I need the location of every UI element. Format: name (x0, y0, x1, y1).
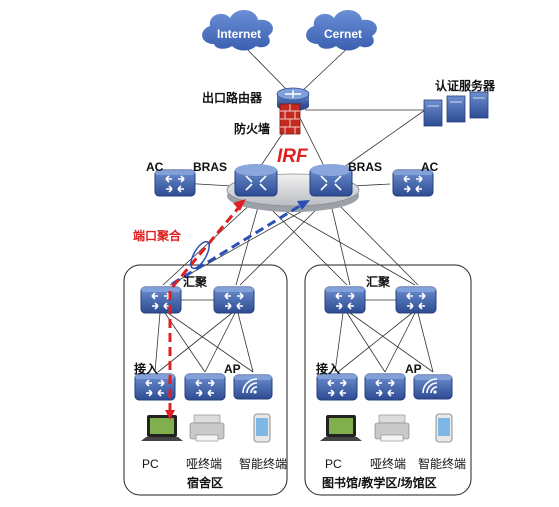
access-switch-library-1-icon (316, 373, 358, 401)
access-switch-dorm-2-icon (184, 373, 226, 401)
ap-library-icon (413, 374, 453, 400)
auth-server-label: 认证服务器 (435, 79, 496, 93)
link-aggregation-label: 端口聚合 (133, 229, 182, 243)
aggregation-label-dorm: 汇聚 (183, 275, 208, 289)
ac-right-label: AC (421, 160, 439, 174)
ap-label-dorm: AP (224, 362, 241, 376)
ap-dorm-icon (233, 374, 273, 400)
blue-path-arrowhead (297, 200, 310, 210)
terminal-pc-library: PC (325, 457, 342, 471)
terminal-smart-library: 智能终端 (418, 457, 467, 471)
printer-dorm-icon (189, 414, 225, 442)
terminal-pc-dorm: PC (142, 457, 159, 471)
smartphone-dorm-icon (253, 413, 271, 443)
core-switch-right-icon (309, 164, 353, 197)
access-label-library: 接入 (316, 362, 341, 376)
zone-name-library: 图书馆/教学区/场馆区 (322, 476, 437, 490)
access-label-dorm: 接入 (134, 362, 159, 376)
aggregation-switch-library-2-icon (395, 286, 437, 314)
terminal-smart-dorm: 智能终端 (239, 457, 288, 471)
zone-name-dorm: 宿舍区 (187, 476, 224, 490)
access-switch-library-2-icon (364, 373, 406, 401)
irf-label: IRF (277, 146, 308, 167)
bras-right-label: BRAS (348, 160, 383, 174)
ac-left-label: AC (146, 160, 164, 174)
zone-box-library (304, 264, 472, 496)
aggregation-switch-dorm-1-icon (140, 286, 182, 314)
bras-left-label: BRAS (193, 160, 228, 174)
cernet-label: Cernet (324, 27, 363, 41)
red-path-arrowhead-down (165, 410, 175, 420)
internet-cloud (202, 9, 273, 51)
aggregation-switch-dorm-2-icon (213, 286, 255, 314)
aggregation-label-library: 汇聚 (366, 275, 391, 289)
smartphone-library-icon (435, 413, 453, 443)
red-path-arrowhead-up (233, 199, 246, 211)
terminal-dumb-library: 哑终端 (370, 457, 407, 471)
blue-path-arrow (171, 202, 304, 286)
egress-router-label: 出口路由器 (202, 91, 263, 105)
pc-laptop-dorm-icon (141, 415, 183, 441)
link-aggregation-marker (190, 240, 210, 270)
pc-laptop-library-icon (320, 415, 362, 441)
aggregation-switch-library-1-icon (324, 286, 366, 314)
internet-label: Internet (217, 27, 262, 41)
auth-server-icon (423, 91, 489, 127)
terminal-dumb-dorm: 哑终端 (186, 457, 223, 471)
core-switch-left-icon (234, 164, 278, 197)
firewall-icon (279, 103, 301, 135)
printer-library-icon (374, 414, 410, 442)
cernet-cloud (306, 9, 377, 51)
ap-label-library: AP (405, 362, 422, 376)
firewall-label: 防火墙 (234, 122, 271, 136)
